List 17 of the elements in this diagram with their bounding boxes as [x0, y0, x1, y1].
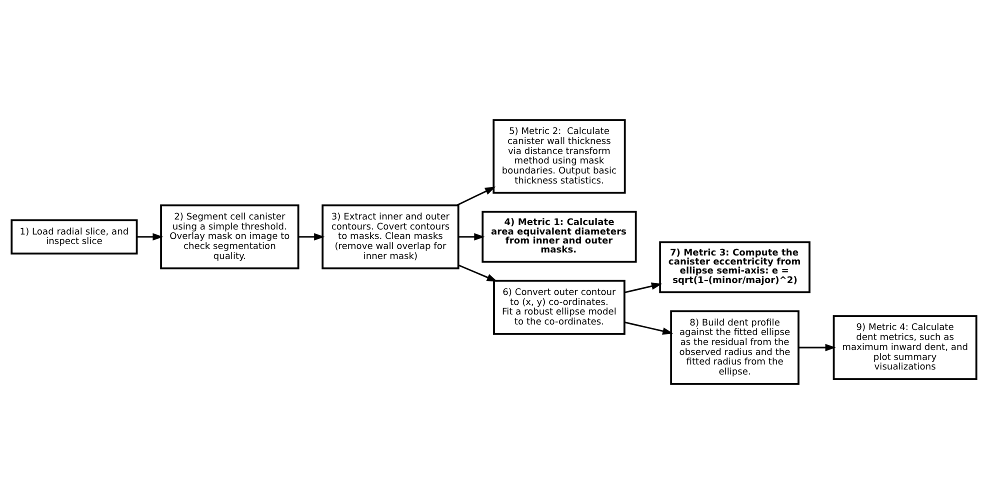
node-box: 9) Metric 4: Calculate dent metrics, such as maximum inward dent, and plot summary visualizations	[832, 315, 978, 380]
arrow	[458, 233, 485, 241]
node-box: 6) Convert outer contour to (x, y) co-ordinates. Fit a robust ellipse model to the co-ordinates.	[493, 280, 626, 335]
arrow	[456, 186, 496, 206]
node-box: 8) Build dent profile against the fitted ellipse as the residual from the observed radius and the fitted radius from the ellipse.	[670, 310, 800, 385]
node-box: 4) Metric 1: Calculate area equivalent diameters from inner and outer masks.	[482, 210, 637, 263]
arrow	[624, 322, 674, 335]
arrow	[798, 344, 836, 352]
node-box: 7) Metric 3: Compute the canister eccentricity from ellipse semi-axis: e = sqrt(1–(minor/major)^2)	[659, 241, 810, 294]
arrow	[624, 282, 662, 294]
node-box: 5) Metric 2: Calculate canister wall thickness via distance transform method using mask boundaries. Output basic thickness statistics.	[492, 119, 626, 194]
arrow	[298, 233, 325, 241]
node-box: 1) Load radial slice, and inspect slice	[10, 219, 138, 254]
arrow	[458, 264, 498, 282]
arrow	[136, 233, 164, 241]
node-box: 3) Extract inner and outer contours. Covert contours to masks. Clean masks (remove wall overlap for inner mask)	[322, 204, 460, 270]
node-box: 2) Segment cell canister using a simple threshold. Overlay mask on image to check segmentation quality.	[160, 204, 300, 270]
